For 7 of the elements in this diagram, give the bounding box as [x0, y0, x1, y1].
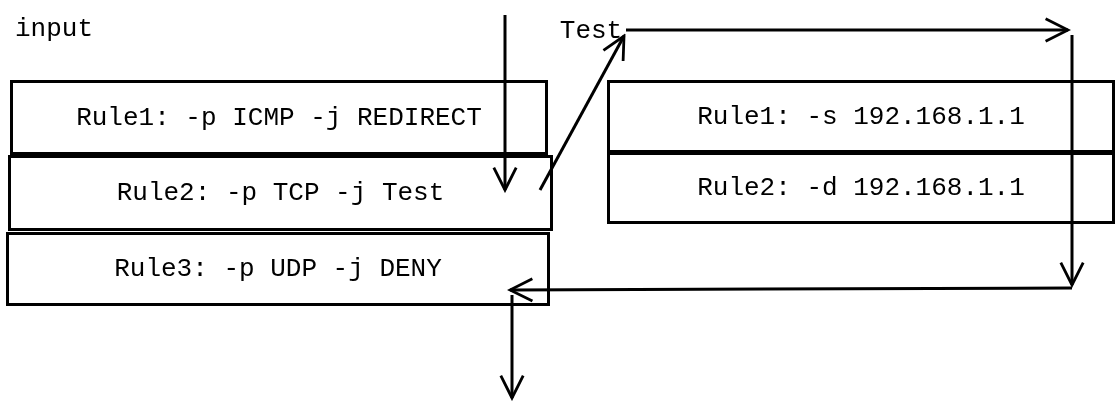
- chain-name: Test: [558, 14, 624, 48]
- arrow: [538, 34, 626, 191]
- arrow: [492, 15, 518, 192]
- chain-name: input: [15, 14, 93, 44]
- arrow: [508, 277, 1072, 303]
- arrow: [499, 295, 525, 400]
- arrow: [626, 17, 1070, 43]
